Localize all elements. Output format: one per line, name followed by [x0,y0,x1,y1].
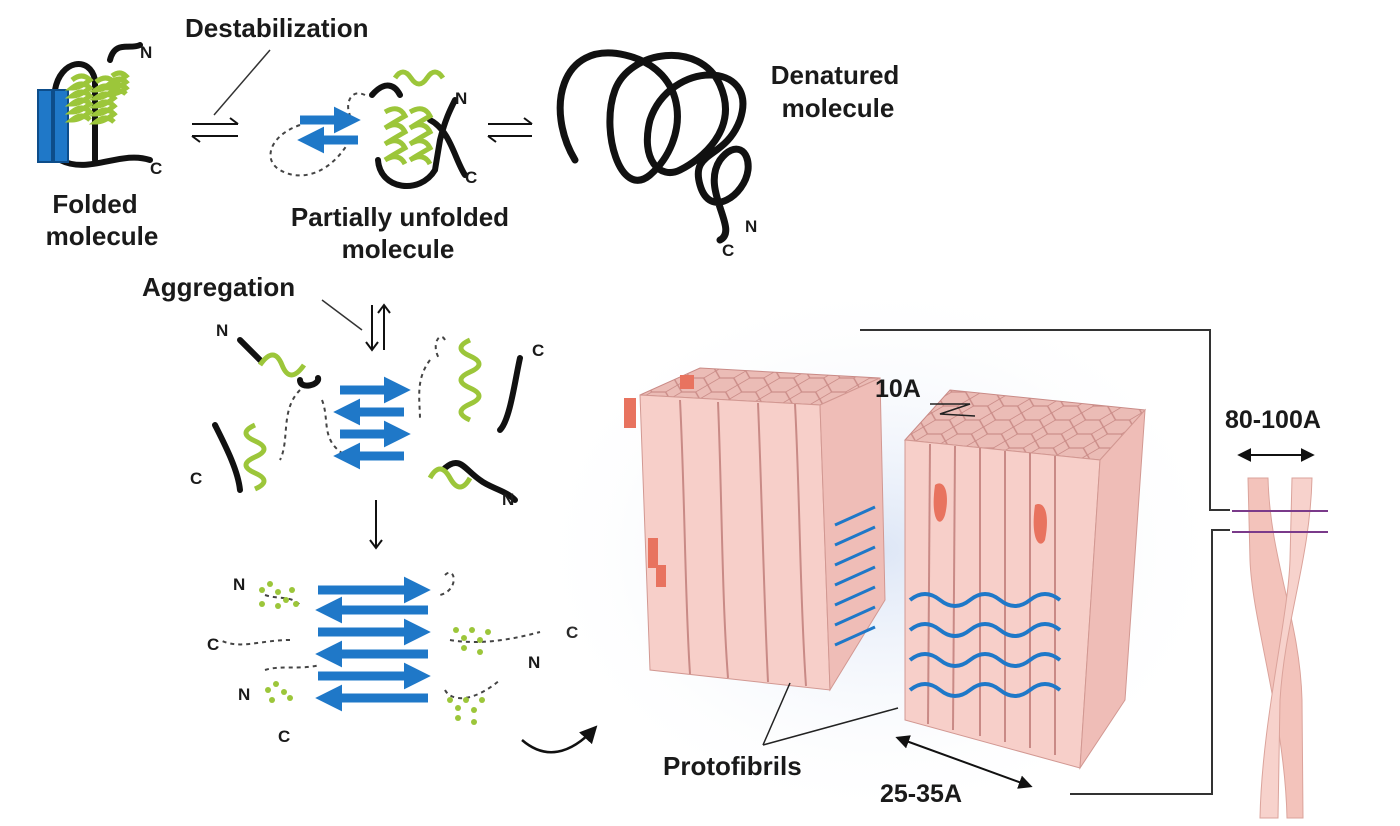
accent-mark-1 [624,398,636,428]
folded-c-terminus: C [150,159,162,178]
dim-80-100a-label: 80-100A [1225,406,1321,434]
partial-label-line2: molecule [342,234,455,264]
aggregation-arrows [365,303,391,352]
folded-molecule [37,42,153,168]
dim-25-35a-arrow [895,735,1033,789]
down-arrow [369,500,383,550]
sheet-c-terminus-2: C [278,727,290,746]
partial-c-terminus: C [465,168,477,187]
oligomer-c-terminus-1: C [532,341,544,360]
denatured-c-terminus: C [722,241,734,260]
accent-mark-3 [648,538,658,568]
partial-label-line1: Partially unfolded [291,202,509,232]
protofibrils-label: Protofibrils [663,751,802,781]
sheet-c-terminus-1: C [207,635,219,654]
partial-n-terminus: N [455,89,467,108]
dim-10a-marker [930,403,976,417]
oligomer-c-terminus-2: C [190,469,202,488]
protofibril-block-right [903,389,1147,770]
equilibrium-arrows-partial-denatured [487,117,533,143]
oligomer-n-terminus-1: N [216,321,228,340]
destabilization-label: Destabilization [185,13,368,43]
dim-10a-label: 10A [875,375,921,403]
protofibrils-pointers [762,682,899,746]
aggregation-pointer [321,299,363,331]
accent-mark-4 [656,565,666,587]
oligomer-n-terminus-2: N [502,490,514,509]
sheet-n-terminus-1: N [233,575,245,594]
folded-label-line1: Folded [52,189,137,219]
beta-sheet-aggregate [219,571,541,725]
fibril-bracket [860,329,1230,795]
folded-n-terminus: N [140,43,152,62]
dim-25-35a-label: 25-35A [880,780,962,808]
denatured-label-line1: Denatured [771,60,900,90]
partially-unfolded-molecule [269,69,468,189]
denatured-label-line2: molecule [782,93,895,123]
sheet-n-terminus-3: N [528,653,540,672]
protofibril-block-left [624,367,886,692]
denatured-molecule [556,49,752,244]
aggregation-label: Aggregation [142,272,295,302]
folded-label-line2: molecule [46,221,159,251]
denatured-n-terminus: N [745,217,757,236]
accent-mark-2 [680,375,694,389]
oligomer-assembly [212,335,523,503]
sheet-n-terminus-2: N [238,685,250,704]
twisted-mature-fibril [1232,477,1328,819]
equilibrium-arrows-folded-partial [191,117,239,143]
destabilization-pointer [213,49,271,116]
